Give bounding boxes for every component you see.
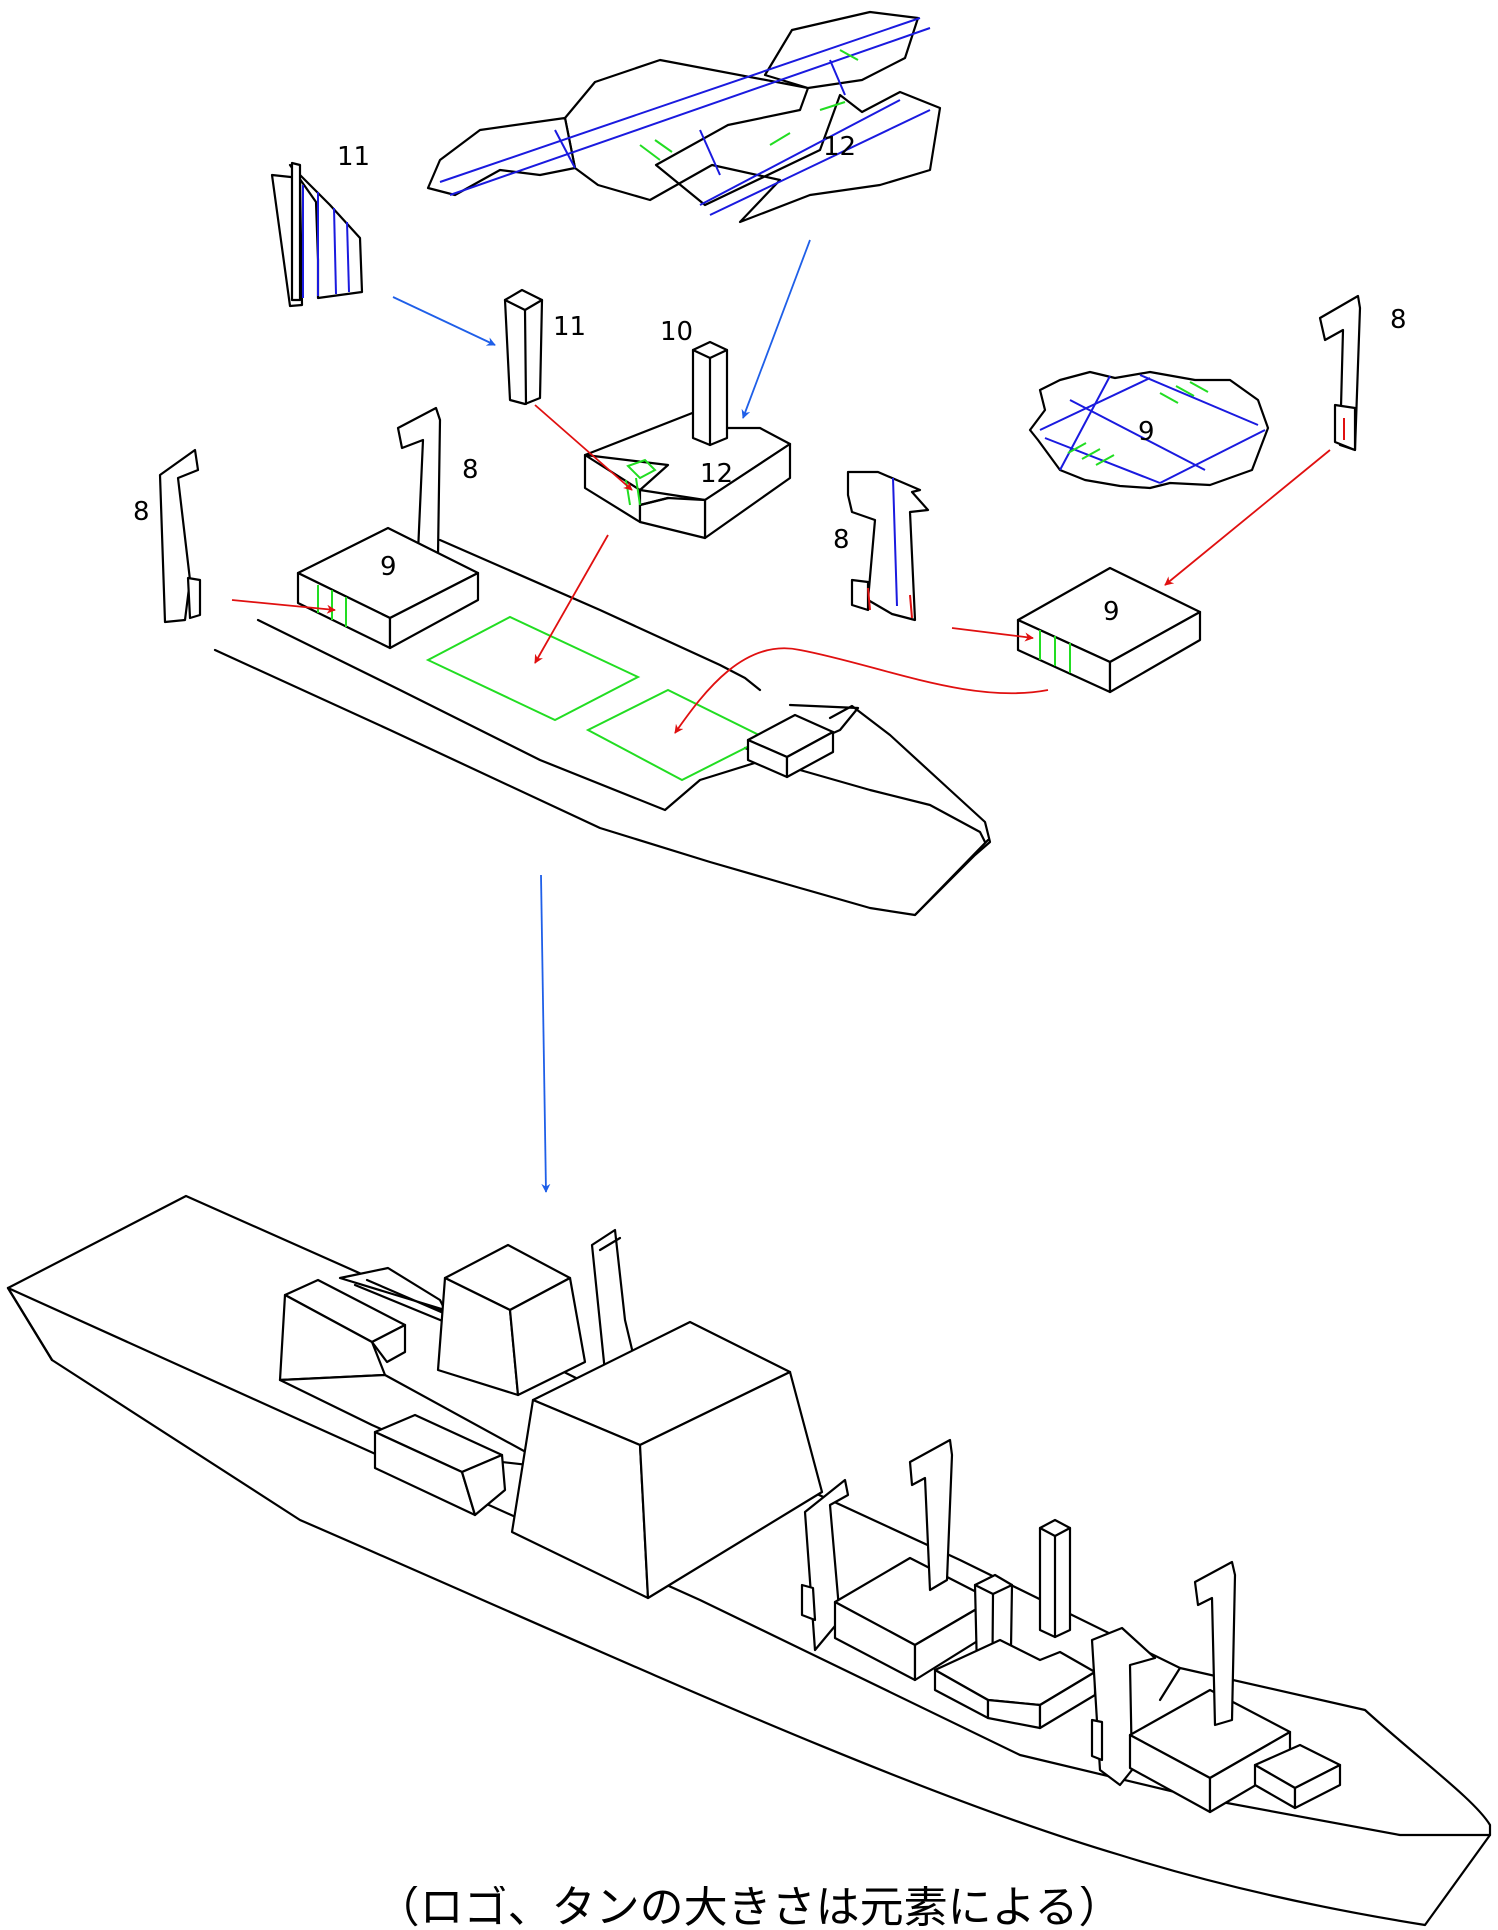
part-12-flat-net <box>426 10 942 224</box>
label-11-flat: 11 <box>337 142 370 172</box>
part-9-right <box>1016 566 1202 694</box>
part-12-built <box>583 408 792 540</box>
caption: （ロゴ、タンの大きさは元素による） <box>375 1886 1123 1930</box>
arrow-8-right-to-9 <box>1164 449 1331 586</box>
label-8-left: 8 <box>462 455 479 485</box>
part-9-left <box>296 526 480 650</box>
assembled-ship <box>6 1194 1492 1927</box>
part-11-flat-net <box>270 161 364 308</box>
label-9-flat: 9 <box>1138 417 1155 447</box>
arrow-12-fold <box>741 239 811 419</box>
part-8-far-left <box>158 448 202 624</box>
label-8-far-left: 8 <box>133 497 150 527</box>
label-12-built: 12 <box>700 459 733 489</box>
label-8-right: 8 <box>1390 305 1407 335</box>
top-ship-box-fore <box>746 713 835 779</box>
part-10-built <box>691 340 729 447</box>
label-10: 10 <box>660 317 693 347</box>
label-9-right: 9 <box>1103 597 1120 627</box>
arrow-11-to-12 <box>534 404 633 491</box>
arrow-8-mid-to-9 <box>951 627 1034 642</box>
label-9-left: 9 <box>380 552 397 582</box>
part-9-flat-net <box>1028 370 1270 490</box>
label-11-built: 11 <box>553 312 586 342</box>
arrow-9-right-to-deck <box>674 647 1049 734</box>
top-ship-deck <box>213 538 992 917</box>
arrow-11-fold <box>392 296 496 346</box>
arrow-8-far-left-to-9 <box>231 599 336 614</box>
part-11-built <box>503 288 544 406</box>
arrow-12-to-deck <box>534 534 609 664</box>
label-12-flat: 12 <box>823 132 856 162</box>
arrow-assemble-down <box>540 874 551 1193</box>
label-8-mid: 8 <box>833 525 850 555</box>
part-8-right <box>1318 294 1362 452</box>
part-8-mid <box>846 470 930 622</box>
part-8-left <box>396 406 442 557</box>
